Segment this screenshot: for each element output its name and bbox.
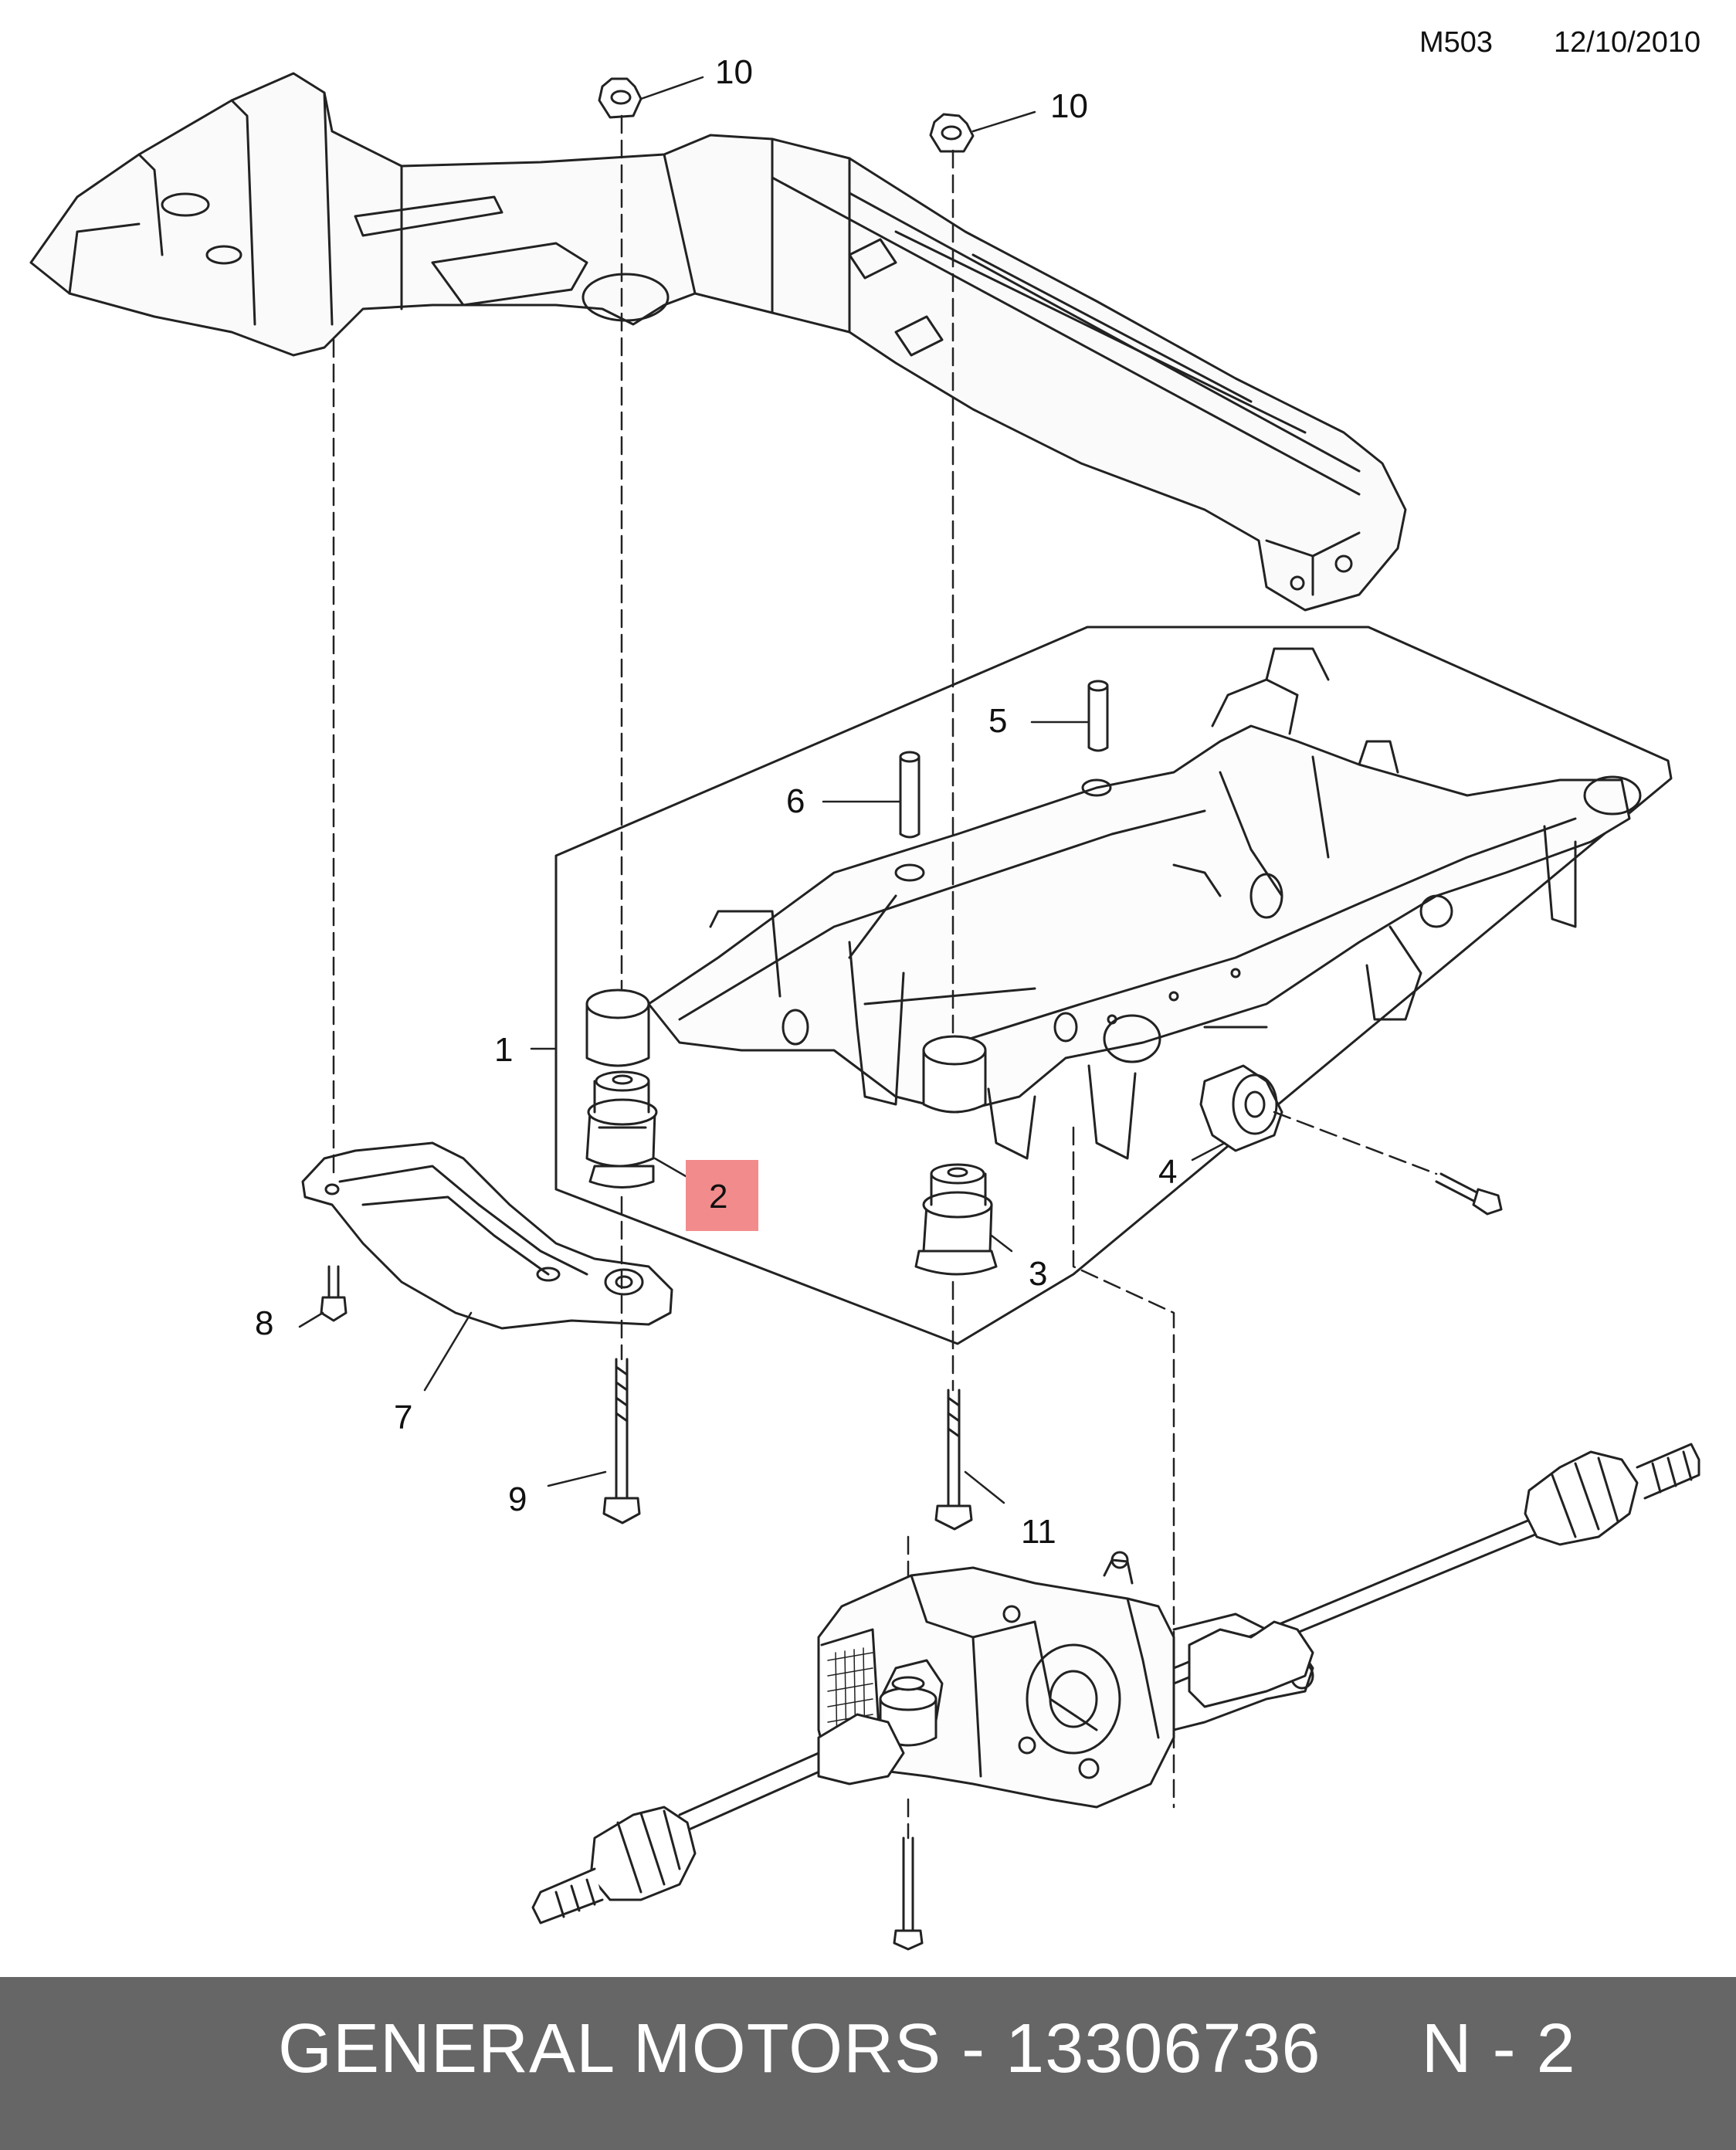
callout-11: 11: [1021, 1513, 1056, 1551]
callout-2: 2: [709, 1178, 727, 1216]
sleeve-6: [899, 751, 921, 839]
diagram-code: M503: [1419, 26, 1494, 59]
bushing-2: [585, 1070, 658, 1189]
exploded-parts-diagram: 1 2 3 4 5 6 7 8 9 10 10 11: [29, 53, 1700, 1951]
callout-3: 3: [1029, 1255, 1047, 1293]
sleeve-5: [1087, 680, 1109, 752]
part-info-banner: GENERAL MOTORS - 13306736 N - 2: [0, 1977, 1736, 2150]
callout-8: 8: [255, 1304, 273, 1342]
callout-6: 6: [786, 782, 805, 820]
callout-4: 4: [1158, 1153, 1177, 1191]
bolt-9: [602, 1358, 641, 1524]
bolt-lower-diff: [893, 1836, 924, 1951]
callout-10-left: 10: [715, 53, 753, 91]
subframe-group-outline: [554, 626, 1673, 1345]
bolt-11: [934, 1389, 973, 1531]
callout-labels: 1 2 3 4 5 6 7 8 9 10 10 11: [255, 53, 1177, 1551]
leader-lines: [298, 76, 1226, 1504]
part-info-text: GENERAL MOTORS - 13306736 N - 2: [278, 2010, 1576, 2087]
bushing-4: [1199, 1064, 1283, 1152]
drive-shaft-left: [531, 1713, 905, 1924]
clip-nut-left: [598, 77, 643, 119]
body-frame-rail: [29, 72, 1407, 612]
bolt-bushing-4: [1435, 1172, 1503, 1216]
highlight-part-2: [686, 1160, 758, 1231]
clip-nut-right: [929, 113, 975, 153]
callout-9: 9: [508, 1480, 527, 1518]
connector-grid: [827, 1647, 873, 1754]
callout-10-right: 10: [1050, 87, 1088, 125]
callout-1: 1: [494, 1031, 513, 1069]
bracket-7: [301, 1141, 673, 1330]
callout-5: 5: [988, 702, 1007, 740]
callout-7: 7: [394, 1399, 412, 1436]
bushing-3: [914, 1163, 998, 1276]
assembly-guide-lines: [332, 114, 1438, 1840]
diagram-date: 12/10/2010: [1554, 26, 1701, 59]
drive-shaft-right: [1172, 1443, 1700, 1708]
rear-subframe: [585, 647, 1642, 1160]
bolt-8: [320, 1265, 348, 1322]
